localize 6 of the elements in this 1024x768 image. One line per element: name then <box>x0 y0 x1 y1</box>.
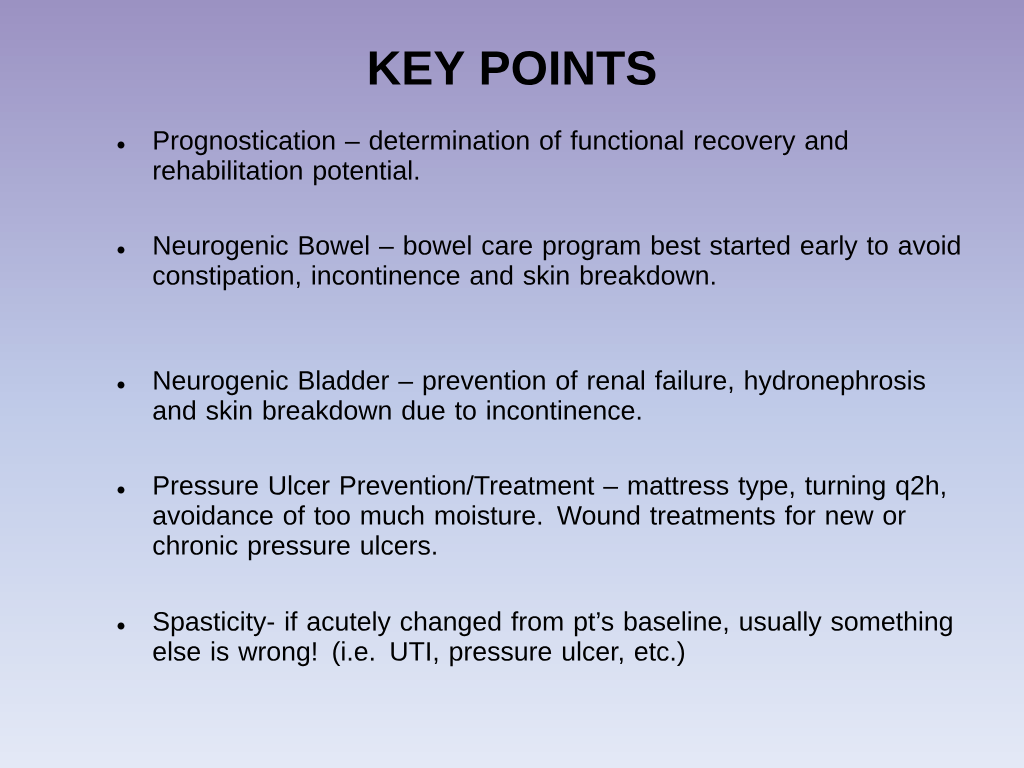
slide-title: KEY POINTS <box>369 51 656 85</box>
bullet-text: Neurogenic Bladder – prevention of renal failure, hydronephrosis and skin breakdown due to incontinence. <box>153 370 925 420</box>
bullet-text: Prognostication – determination of functional recovery and rehabilitation potential. <box>154 130 848 186</box>
bullet-text: Spasticity- if acutely changed from pt’s baseline, usually something else is wrong! (i.e. UTI, pressure ulcer, etc.) <box>153 611 952 667</box>
bullet-text: Pressure Ulcer Prevention/Treatment – mattress type, turning q2h, avoidance of too much moisture. Wound treatments for new or chronic pressure ulcers. <box>153 475 945 561</box>
bullet-text: Neurogenic Bowel – bowel care program best started early to avoid constipation, incontinence and skin breakdown. <box>153 235 960 291</box>
